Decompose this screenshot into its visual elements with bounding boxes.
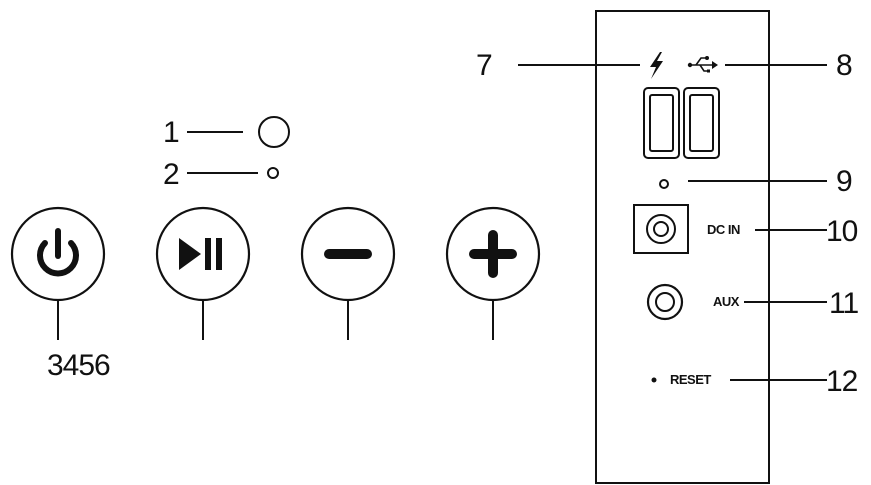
lightning-bolt-icon bbox=[650, 52, 663, 79]
dc-in-port[interactable] bbox=[633, 204, 689, 254]
callout-11: 11 bbox=[829, 287, 858, 320]
callout-8: 8 bbox=[836, 49, 852, 82]
callout-3456: 3456 bbox=[47, 349, 110, 382]
callout-12: 12 bbox=[826, 365, 858, 398]
callout-7: 7 bbox=[476, 49, 492, 82]
aux-label: AUX bbox=[713, 294, 740, 309]
aux-port[interactable] bbox=[646, 283, 684, 321]
power-icon bbox=[37, 228, 79, 277]
volume-down-button[interactable] bbox=[300, 206, 396, 302]
callout-9: 9 bbox=[836, 165, 852, 198]
reset-pinhole[interactable] bbox=[651, 377, 657, 383]
indicator-light-small bbox=[267, 167, 279, 179]
power-button[interactable] bbox=[10, 206, 106, 302]
callout-2: 2 bbox=[163, 158, 179, 191]
callout-10: 10 bbox=[826, 215, 858, 248]
play-pause-icon bbox=[179, 238, 222, 270]
reset-label: RESET bbox=[670, 372, 711, 387]
usb-port-2[interactable] bbox=[683, 87, 720, 159]
play-pause-button[interactable] bbox=[155, 206, 251, 302]
panel-indicator-light bbox=[659, 179, 669, 189]
usb-port-1[interactable] bbox=[643, 87, 680, 159]
indicator-light-large bbox=[258, 116, 290, 148]
volume-up-button[interactable] bbox=[445, 206, 541, 302]
plus-icon bbox=[469, 230, 517, 278]
usb-icon bbox=[687, 56, 718, 73]
minus-icon bbox=[324, 249, 372, 259]
dc-in-label: DC IN bbox=[707, 222, 740, 237]
callout-1: 1 bbox=[163, 116, 179, 149]
